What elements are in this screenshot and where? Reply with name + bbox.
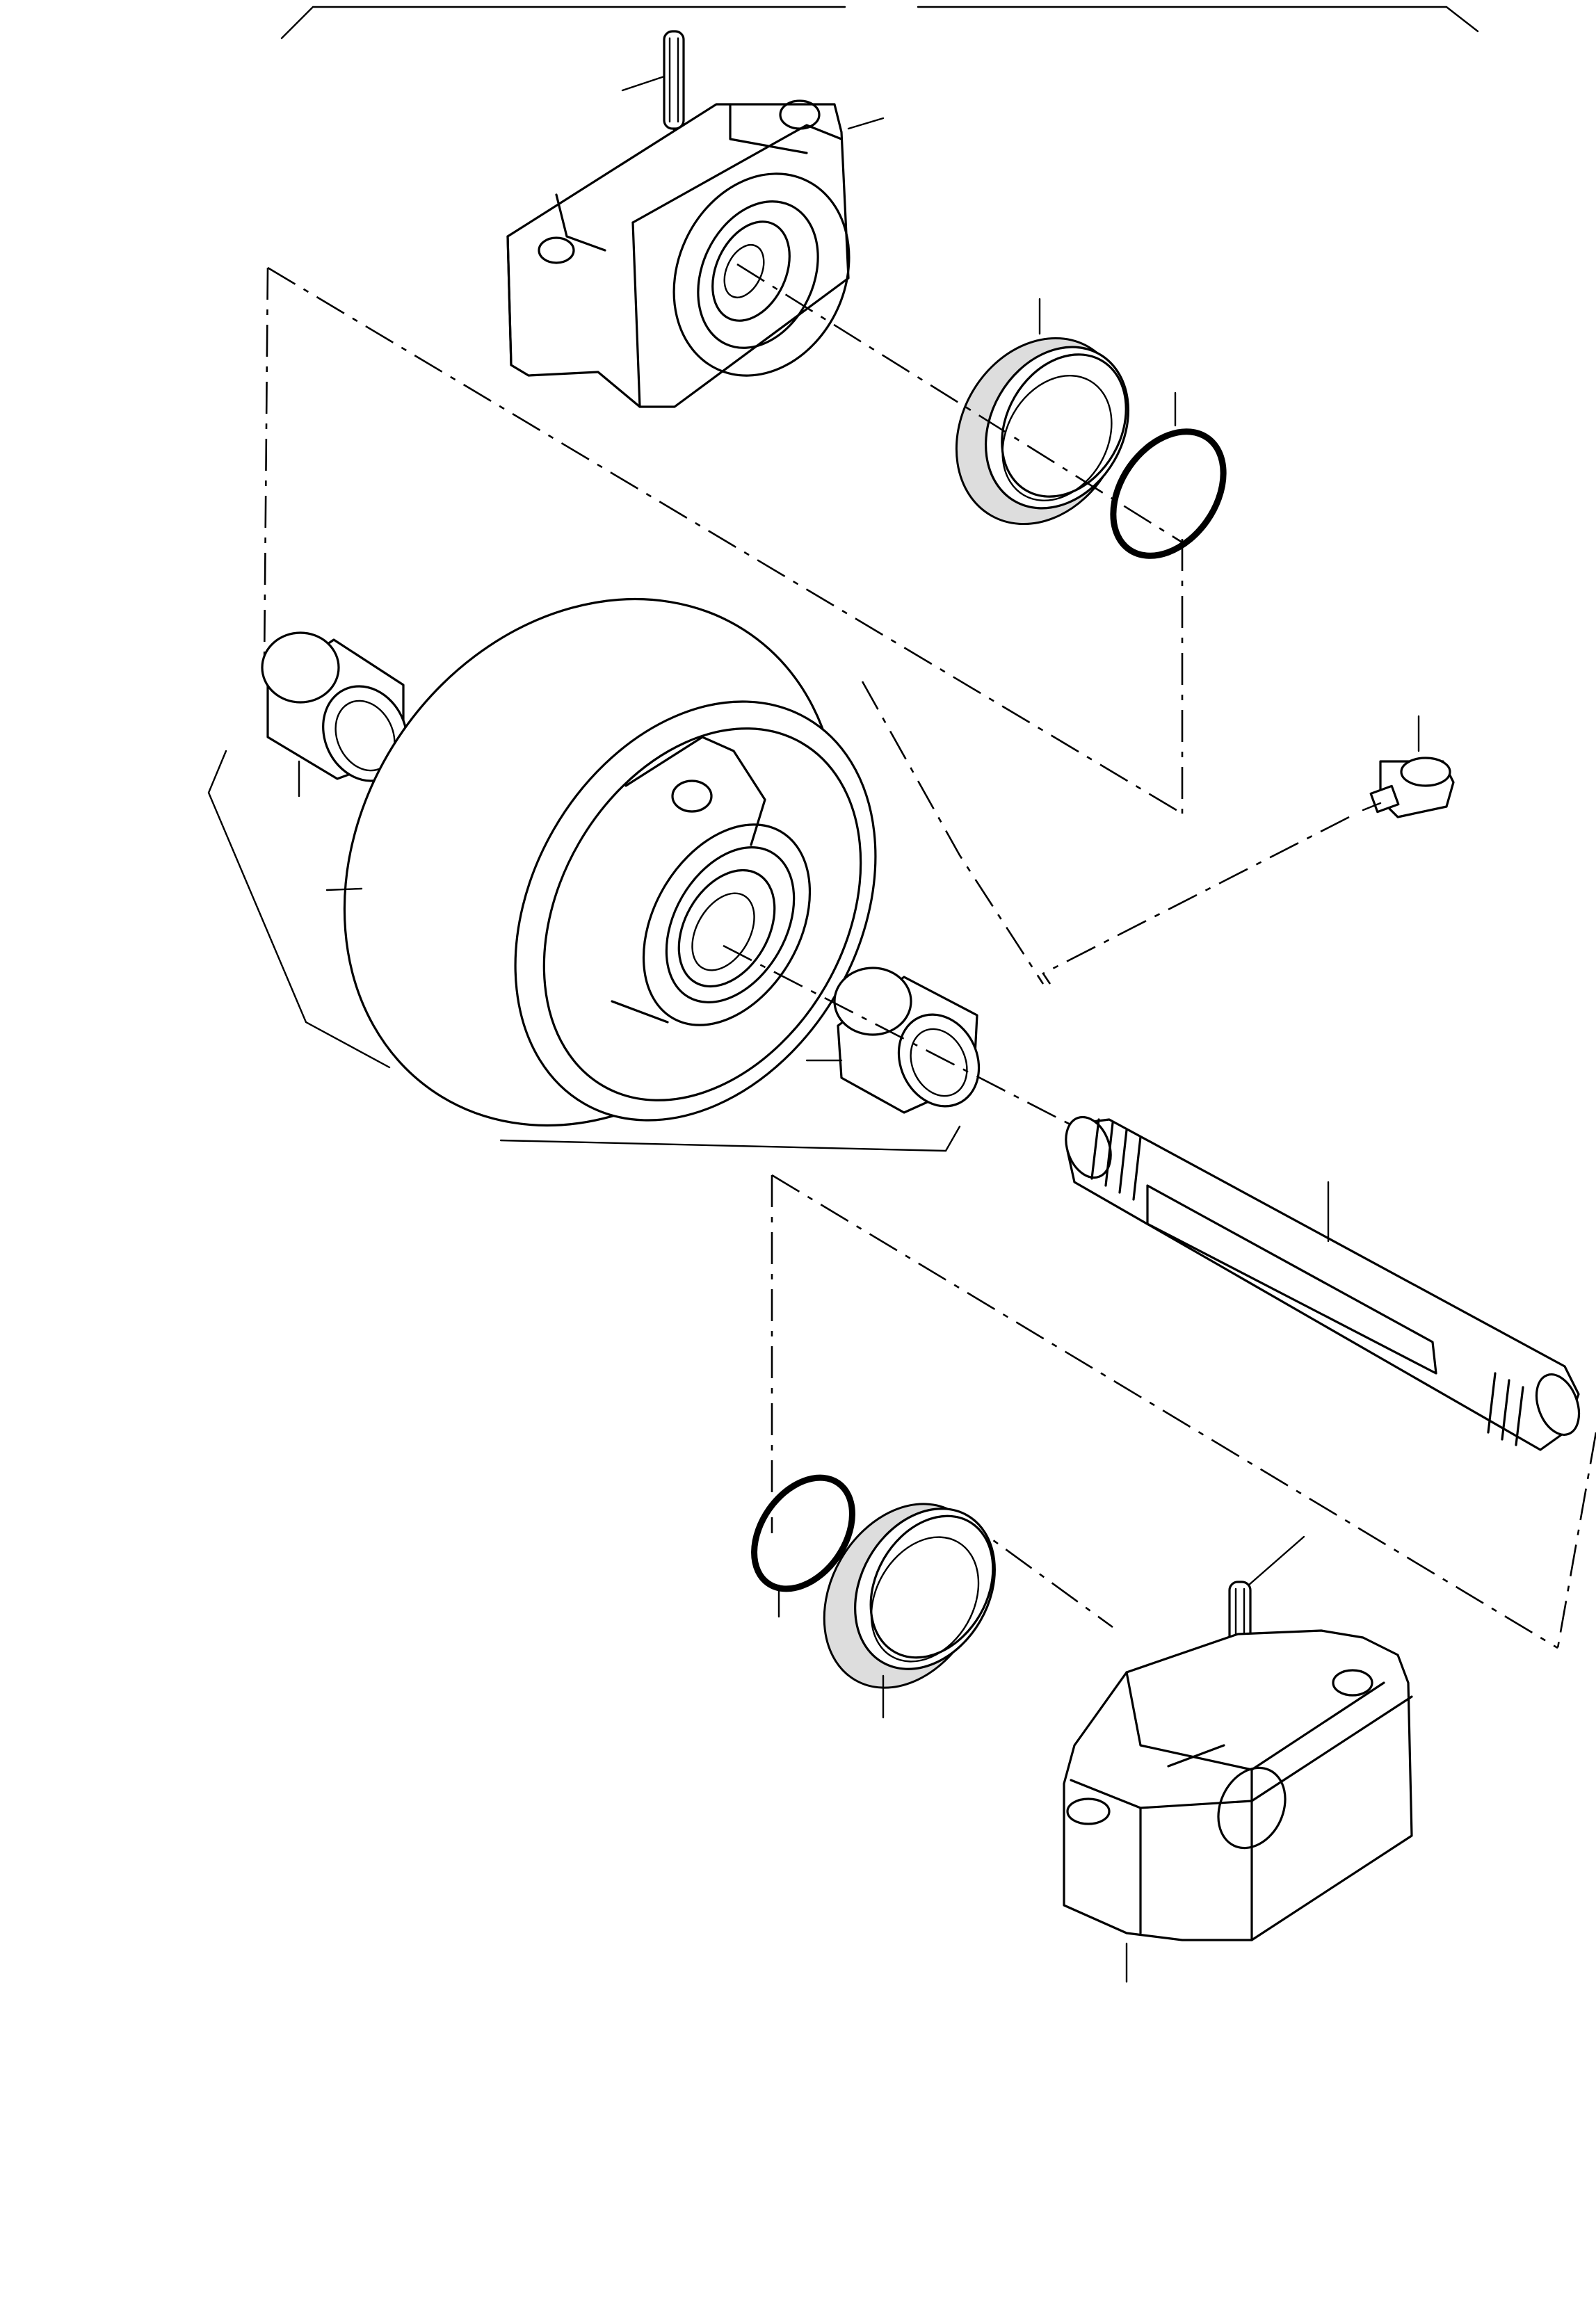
lower-o-ring bbox=[751, 1474, 855, 1592]
lower-floating-seal bbox=[823, 1503, 996, 1689]
leader-line-upper-pin bbox=[621, 75, 666, 92]
upper-alignment-lines bbox=[263, 263, 1184, 815]
upper-assembly-bracket bbox=[280, 6, 1479, 40]
shaft bbox=[1065, 1115, 1581, 1451]
lower-collar-housing bbox=[1063, 1629, 1413, 1941]
right-bushing bbox=[833, 967, 981, 1114]
leader-line-roller bbox=[325, 887, 363, 891]
upper-floating-seal bbox=[955, 337, 1130, 526]
leader-line-lower-pin bbox=[1247, 1535, 1305, 1587]
upper-collar-housing bbox=[506, 99, 851, 408]
upper-o-ring bbox=[1110, 428, 1227, 559]
leader-line-upper-collar bbox=[847, 117, 885, 130]
roller-wheel bbox=[343, 597, 877, 1127]
roller-assembly-bracket bbox=[207, 750, 961, 1152]
plug bbox=[1362, 757, 1455, 818]
